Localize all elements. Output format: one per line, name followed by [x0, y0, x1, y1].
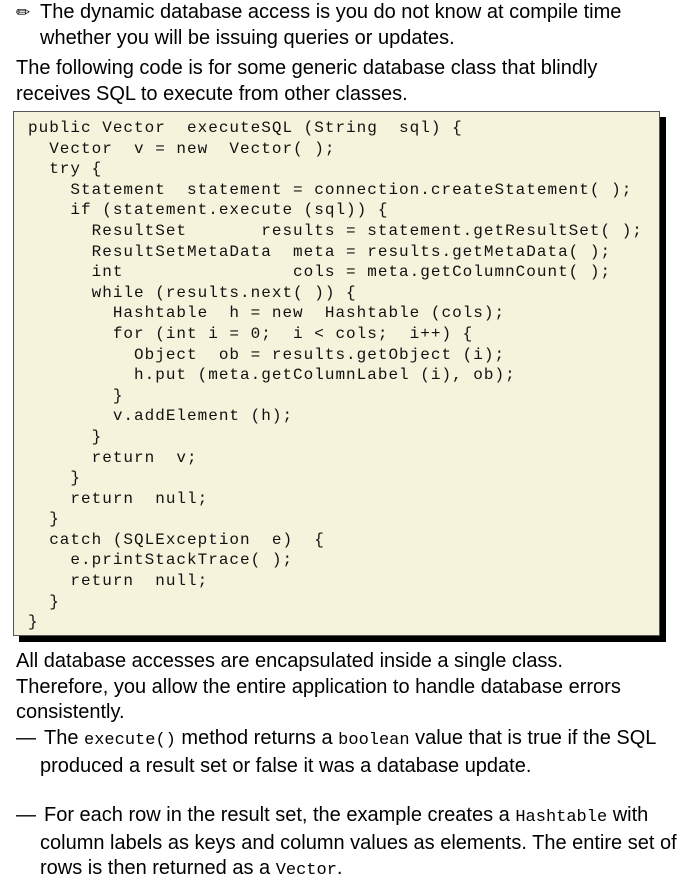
inline-code: boolean — [338, 731, 410, 750]
code-line: Object ob = results.getObject (i); — [28, 345, 506, 364]
code-line: } — [28, 469, 82, 488]
code-line: h.put (meta.getColumnLabel (i), ob); — [28, 366, 516, 385]
code-line: return v; — [28, 448, 198, 467]
intro-text: The dynamic database access is you do no… — [40, 1, 622, 49]
point-text: with column labels as keys and column va… — [40, 804, 677, 879]
code-line: catch (SQLException e) { — [28, 530, 325, 549]
point-text: . — [336, 857, 343, 879]
inline-code: execute() — [84, 731, 176, 750]
code-line: } — [28, 592, 60, 611]
dash-bullet: — — [16, 727, 36, 749]
code-line: Hashtable h = new Hashtable (cols); — [28, 304, 506, 323]
code-line: return null; — [28, 572, 209, 591]
lead-paragraph: The following code is for some generic d… — [16, 57, 598, 105]
code-line: int cols = meta.getColumnCount( ); — [28, 263, 612, 282]
code-line: Statement statement = connection.createS… — [28, 180, 633, 199]
code-line: ResultSet results = statement.getResultS… — [28, 221, 643, 240]
code-line: } — [28, 427, 103, 446]
code-line: } — [28, 613, 39, 632]
code-line: if (statement.execute (sql)) { — [28, 201, 389, 220]
code-line: while (results.next( )) { — [28, 283, 357, 302]
code-line: for (int i = 0; i < cols; i++) { — [28, 324, 474, 343]
code-line: } — [28, 510, 60, 529]
inline-code: Hashtable — [515, 808, 608, 827]
point-text: For each row in the result set, the exam… — [44, 804, 516, 826]
inline-code: Vector — [275, 861, 337, 880]
code-line: ResultSetMetaData meta = results.getMeta… — [28, 242, 612, 261]
code-line: Vector v = new Vector( ); — [28, 139, 336, 158]
code-line: try { — [28, 160, 103, 179]
code-listing: public Vector executeSQL (String sql) { … — [28, 118, 643, 633]
point-execute: —The execute() method returns a boolean … — [16, 726, 680, 779]
code-block: public Vector executeSQL (String sql) { … — [13, 111, 660, 636]
dash-bullet: — — [16, 804, 36, 826]
summary-paragraph: All database accesses are encapsulated i… — [16, 650, 621, 723]
intro-bullet: ✏ The dynamic database access is you do n… — [16, 0, 680, 51]
point-text: value that is true if the SQL produced a… — [40, 727, 656, 777]
pencil-icon: ✏ — [16, 3, 31, 22]
point-text: The — [44, 727, 85, 749]
point-text: method returns a — [175, 727, 339, 749]
code-line: } — [28, 386, 124, 405]
point-hashtable: — For each row in the result set, the exa… — [16, 803, 680, 884]
code-line: v.addElement (h); — [28, 407, 294, 426]
code-line: e.printStackTrace( ); — [28, 551, 294, 570]
code-line: public Vector executeSQL (String sql) { — [28, 119, 463, 137]
code-line: return null; — [28, 489, 209, 508]
